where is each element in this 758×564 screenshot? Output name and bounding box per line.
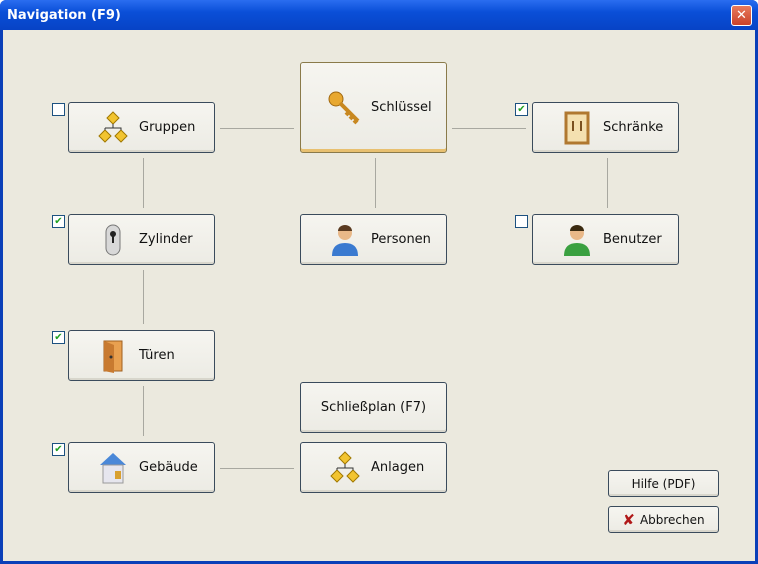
close-button[interactable]: ✕ bbox=[731, 5, 752, 26]
close-icon: ✕ bbox=[736, 8, 747, 23]
tueren-checkbox[interactable]: ✔ bbox=[52, 331, 65, 344]
cancel-x-icon: ✘ bbox=[622, 510, 635, 529]
connector-line bbox=[220, 468, 294, 469]
anlagen-label: Anlagen bbox=[371, 460, 425, 475]
schluessel-label: Schlüssel bbox=[371, 100, 432, 115]
person-icon bbox=[323, 223, 367, 257]
benutzer-label: Benutzer bbox=[603, 232, 662, 247]
tueren-label: Türen bbox=[139, 348, 175, 363]
personen-button[interactable]: Personen bbox=[300, 214, 447, 265]
cancel-button[interactable]: ✘ Abbrechen bbox=[608, 506, 719, 533]
anlagen-button[interactable]: Anlagen bbox=[300, 442, 447, 493]
schluessel-button[interactable]: Schlüssel bbox=[300, 62, 447, 153]
connector-line bbox=[607, 158, 608, 208]
key-cabinet-icon bbox=[555, 111, 599, 145]
door-icon bbox=[91, 339, 135, 373]
cancel-label: Abbrechen bbox=[639, 512, 705, 527]
schraenke-label: Schränke bbox=[603, 120, 664, 135]
connector-line bbox=[143, 158, 144, 208]
user-icon bbox=[555, 223, 599, 257]
gebaeude-label: Gebäude bbox=[139, 460, 198, 475]
schliessplan-button[interactable]: Schließplan (F7) bbox=[300, 382, 447, 433]
connector-line bbox=[143, 270, 144, 324]
connector-line bbox=[452, 128, 526, 129]
key-icon bbox=[323, 90, 367, 126]
gruppen-checkbox[interactable] bbox=[52, 103, 65, 116]
connector-line bbox=[143, 386, 144, 436]
zylinder-button[interactable]: Zylinder bbox=[68, 214, 215, 265]
benutzer-button[interactable]: Benutzer bbox=[532, 214, 679, 265]
building-icon bbox=[91, 451, 135, 485]
window-title: Navigation (F9) bbox=[7, 8, 121, 23]
connector-line bbox=[375, 158, 376, 208]
gebaeude-button[interactable]: Gebäude bbox=[68, 442, 215, 493]
personen-label: Personen bbox=[371, 232, 431, 247]
schraenke-button[interactable]: Schränke bbox=[532, 102, 679, 153]
lock-cylinder-icon bbox=[91, 223, 135, 257]
zylinder-label: Zylinder bbox=[139, 232, 193, 247]
hierarchy-icon bbox=[91, 110, 135, 145]
schliessplan-label: Schließplan (F7) bbox=[320, 400, 427, 415]
hierarchy-icon bbox=[323, 450, 367, 485]
tueren-button[interactable]: Türen bbox=[68, 330, 215, 381]
gebaeude-checkbox[interactable]: ✔ bbox=[52, 443, 65, 456]
help-pdf-button[interactable]: Hilfe (PDF) bbox=[608, 470, 719, 497]
connector-line bbox=[220, 128, 294, 129]
benutzer-checkbox[interactable] bbox=[515, 215, 528, 228]
zylinder-checkbox[interactable]: ✔ bbox=[52, 215, 65, 228]
title-bar: Navigation (F9) ✕ bbox=[0, 0, 758, 30]
schraenke-checkbox[interactable]: ✔ bbox=[515, 103, 528, 116]
gruppen-button[interactable]: Gruppen bbox=[68, 102, 215, 153]
gruppen-label: Gruppen bbox=[139, 120, 196, 135]
help-label: Hilfe (PDF) bbox=[631, 476, 696, 491]
